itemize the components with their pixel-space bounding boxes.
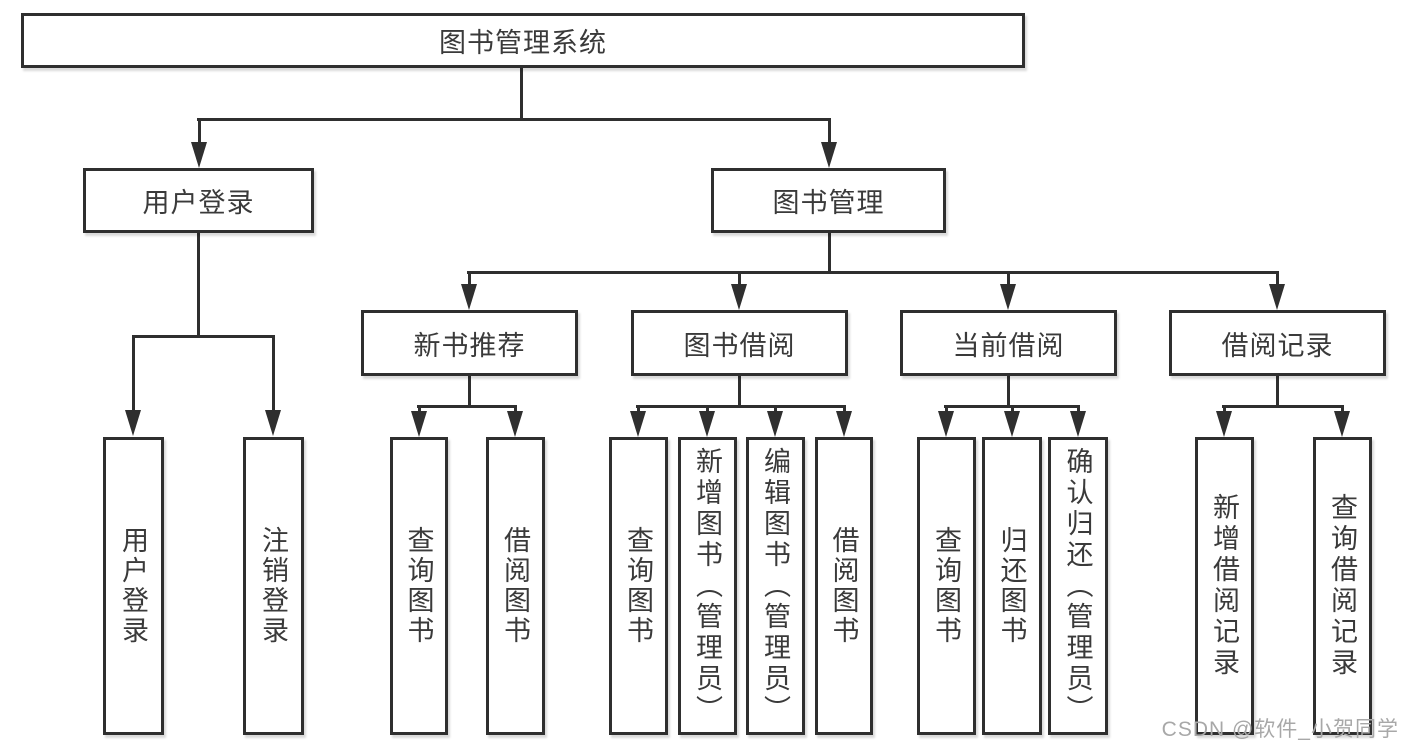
- leaf-bb-edit-books-admin-label: 编辑图书（管理员）: [760, 446, 790, 726]
- connector-book-mgmt-down: [828, 232, 831, 273]
- arrowhead-borrow-record: [1269, 284, 1285, 310]
- leaf-bb-query-books: 查询图书: [609, 437, 668, 735]
- connector-stem-leaf-login: [132, 335, 135, 414]
- leaf-br-add-record-label: 新增借阅记录: [1209, 493, 1239, 679]
- arrowhead-cb-return: [1004, 411, 1020, 437]
- node-new-book-recommend: 新书推荐: [361, 310, 578, 376]
- connector-stem-nb-query: [418, 405, 421, 415]
- arrowhead-bb-add: [699, 411, 715, 437]
- leaf-bb-query-books-label: 查询图书: [623, 526, 653, 646]
- connector-user-login-rail: [132, 335, 275, 338]
- arrowhead-book-mgmt: [821, 142, 837, 168]
- node-user-login: 用户登录: [83, 168, 314, 233]
- connector-stem-nb-borrow: [514, 405, 517, 415]
- node-new-book-recommend-label: 新书推荐: [413, 330, 526, 361]
- connector-root-stem: [520, 66, 523, 120]
- leaf-logout-login: 注销登录: [243, 437, 304, 735]
- arrowhead-leaf-login: [125, 410, 141, 436]
- node-book-borrow-label: 图书借阅: [683, 330, 796, 361]
- connector-stem-book-borrow: [738, 271, 741, 288]
- leaf-cb-confirm-return-admin-label: 确认归还（管理员）: [1062, 446, 1093, 726]
- connector-borrow-record-down: [1276, 375, 1279, 407]
- connector-stem-bb-edit: [774, 405, 777, 415]
- connector-stem-cb-query: [945, 405, 948, 415]
- node-user-login-label: 用户登录: [142, 188, 255, 218]
- leaf-bb-borrow-books-label: 借阅图书: [828, 526, 859, 646]
- connector-level2-rail: [197, 118, 831, 121]
- connector-stem-cb-confirm: [1077, 405, 1080, 415]
- connector-book-borrow-rail: [636, 405, 845, 408]
- connector-book-borrow-down: [738, 375, 741, 407]
- connector-borrow-record-rail: [1222, 405, 1344, 408]
- arrowhead-new-book: [461, 284, 477, 310]
- leaf-cb-confirm-return-admin: 确认归还（管理员）: [1048, 437, 1108, 735]
- node-current-borrow-label: 当前借阅: [952, 330, 1065, 361]
- connector-stem-br-query: [1341, 405, 1344, 415]
- leaf-cb-query-books-label: 查询图书: [931, 526, 961, 646]
- leaf-nb-query-books: 查询图书: [390, 437, 448, 735]
- node-borrow-record-label: 借阅记录: [1221, 330, 1334, 361]
- node-root: 图书管理系统: [21, 13, 1025, 68]
- connector-stem-book-mgmt: [828, 118, 831, 146]
- node-book-borrow: 图书借阅: [631, 310, 848, 376]
- leaf-cb-return-books-label: 归还图书: [996, 526, 1027, 646]
- arrowhead-current-borrow: [1000, 284, 1016, 310]
- connector-stem-bb-add: [706, 405, 709, 415]
- arrowhead-bb-query: [630, 411, 646, 437]
- leaf-nb-query-books-label: 查询图书: [403, 526, 434, 646]
- arrowhead-user-login: [191, 142, 207, 168]
- connector-stem-bb-query: [637, 405, 640, 415]
- leaf-cb-return-books: 归还图书: [982, 437, 1042, 735]
- leaf-br-add-record: 新增借阅记录: [1195, 437, 1254, 735]
- connector-stem-current-borrow: [1007, 271, 1010, 288]
- connector-stem-borrow-record: [1276, 271, 1279, 288]
- connector-stem-br-add: [1223, 405, 1226, 415]
- leaf-bb-add-books-admin: 新增图书（管理员）: [678, 437, 737, 735]
- arrowhead-bb-edit: [767, 411, 783, 437]
- connector-new-book-rail: [417, 405, 517, 408]
- node-book-management: 图书管理: [711, 168, 946, 233]
- leaf-user-login-label: 用户登录: [118, 526, 148, 646]
- connector-user-login-down: [197, 232, 200, 337]
- leaf-logout-login-label: 注销登录: [258, 526, 288, 646]
- connector-stem-user-login: [198, 118, 201, 146]
- node-borrow-record: 借阅记录: [1169, 310, 1386, 376]
- connector-stem-new-book: [468, 271, 471, 288]
- leaf-bb-edit-books-admin: 编辑图书（管理员）: [746, 437, 805, 735]
- arrowhead-br-query: [1334, 411, 1350, 437]
- leaf-nb-borrow-books: 借阅图书: [486, 437, 545, 735]
- connector-stem-leaf-logout: [272, 335, 275, 414]
- arrowhead-cb-query: [938, 411, 954, 437]
- arrowhead-nb-query: [411, 411, 427, 437]
- connector-level3-rail: [467, 271, 1279, 274]
- leaf-br-query-record: 查询借阅记录: [1313, 437, 1372, 735]
- node-root-label: 图书管理系统: [439, 28, 607, 58]
- csdn-watermark: CSDN @软件_小贺同学: [1161, 718, 1399, 741]
- connector-stem-bb-borrow: [843, 405, 846, 415]
- arrowhead-bb-borrow: [836, 411, 852, 437]
- connector-current-borrow-down: [1007, 375, 1010, 407]
- leaf-bb-borrow-books: 借阅图书: [815, 437, 873, 735]
- connector-stem-cb-return: [1011, 405, 1014, 415]
- node-current-borrow: 当前借阅: [900, 310, 1117, 376]
- arrowhead-cb-confirm: [1070, 411, 1086, 437]
- arrowhead-book-borrow: [731, 284, 747, 310]
- leaf-br-query-record-label: 查询借阅记录: [1327, 493, 1357, 679]
- leaf-user-login: 用户登录: [103, 437, 164, 735]
- leaf-nb-borrow-books-label: 借阅图书: [500, 526, 530, 646]
- leaf-cb-query-books: 查询图书: [917, 437, 976, 735]
- leaf-bb-add-books-admin-label: 新增图书（管理员）: [692, 446, 722, 726]
- arrowhead-nb-borrow: [507, 411, 523, 437]
- connector-new-book-down: [468, 375, 471, 407]
- node-book-management-label: 图书管理: [772, 188, 885, 218]
- arrowhead-leaf-logout: [265, 410, 281, 436]
- arrowhead-br-add: [1216, 411, 1232, 437]
